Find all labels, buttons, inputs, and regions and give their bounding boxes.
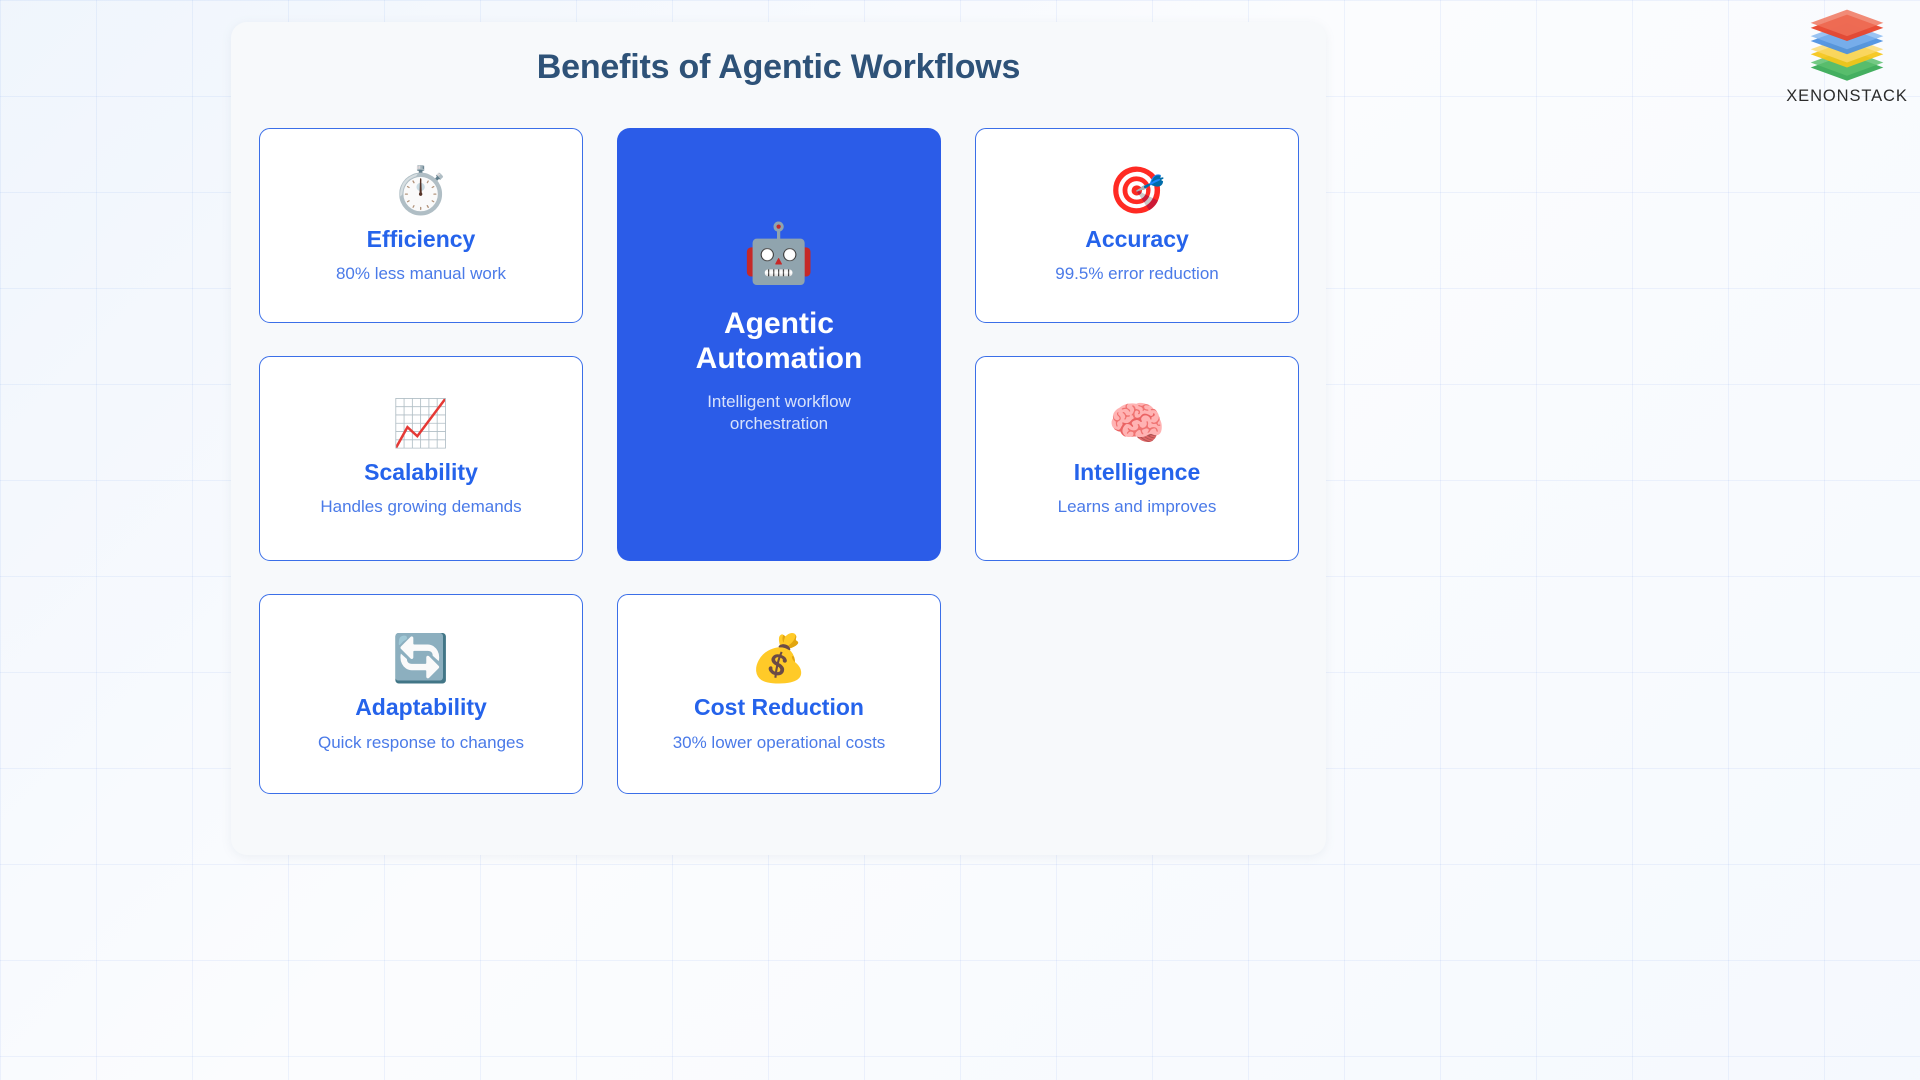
benefit-card-agentic-automation[interactable]: 🤖 Agentic Automation Intelligent workflo…	[617, 128, 941, 561]
arrows-counterclockwise-icon: 🔄	[392, 631, 450, 686]
robot-icon: 🤖	[742, 219, 816, 287]
benefit-card-subtitle: Handles growing demands	[320, 497, 522, 517]
benefit-card-subtitle: 99.5% error reduction	[1055, 264, 1219, 284]
benefit-card-title: Accuracy	[1085, 225, 1189, 252]
benefit-card-title: Cost Reduction	[694, 694, 864, 721]
benefit-card-cost-reduction[interactable]: 💰 Cost Reduction 30% lower operational c…	[617, 594, 941, 794]
money-bag-icon: 💰	[750, 631, 808, 686]
benefit-card-subtitle: 80% less manual work	[335, 264, 507, 284]
benefit-card-title: Adaptability	[355, 694, 487, 721]
page-title: Benefits of Agentic Workflows	[536, 48, 1021, 86]
brain-icon: 🧠	[1108, 395, 1166, 450]
benefits-panel: Benefits of Agentic Workflows ⏱️ Efficie…	[231, 22, 1326, 855]
benefit-card-title: Efficiency	[366, 225, 476, 252]
benefit-card-title: Scalability	[364, 458, 478, 485]
benefit-card-subtitle: Quick response to changes	[317, 732, 524, 752]
stacked-layers-logo-icon	[1804, 8, 1890, 84]
brand-logo: XENONSTACK	[1772, 8, 1920, 106]
target-icon: 🎯	[1108, 162, 1166, 217]
benefit-card-adaptability[interactable]: 🔄 Adaptability Quick response to changes	[259, 594, 583, 794]
benefit-card-intelligence[interactable]: 🧠 Intelligence Learns and improves	[975, 356, 1299, 561]
benefit-card-scalability[interactable]: 📈 Scalability Handles growing demands	[259, 356, 583, 561]
benefit-card-subtitle: Intelligent workflow orchestration	[707, 391, 851, 433]
benefit-card-accuracy[interactable]: 🎯 Accuracy 99.5% error reduction	[975, 128, 1299, 323]
stopwatch-icon: ⏱️	[392, 162, 450, 217]
benefit-card-title: Intelligence	[1073, 458, 1201, 485]
benefit-card-efficiency[interactable]: ⏱️ Efficiency 80% less manual work	[259, 128, 583, 323]
chart-increasing-icon: 📈	[392, 395, 450, 450]
benefit-card-subtitle: Learns and improves	[1057, 497, 1217, 517]
brand-name: XENONSTACK	[1786, 87, 1908, 105]
benefit-card-subtitle: 30% lower operational costs	[672, 732, 886, 752]
benefit-card-title: Agentic Automation	[695, 307, 863, 376]
benefits-grid: ⏱️ Efficiency 80% less manual work 🤖 Age…	[259, 128, 1299, 794]
